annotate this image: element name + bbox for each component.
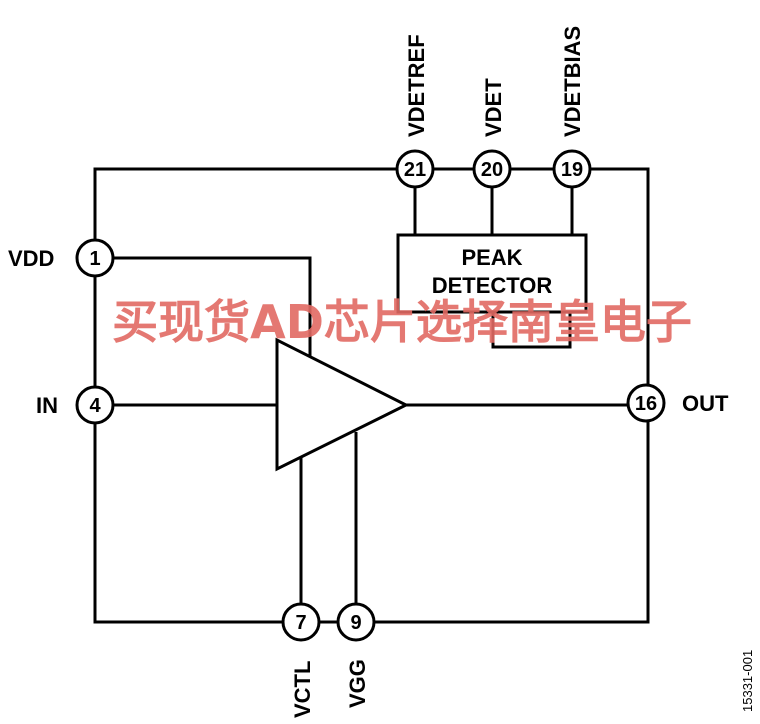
pin-vdet-label: VDET xyxy=(481,78,506,137)
pin-in-label: IN xyxy=(36,393,58,418)
pin-vdetref-label: VDETREF xyxy=(404,34,429,137)
pin-vdet-number: 20 xyxy=(481,159,503,181)
pin-vgg-label: VGG xyxy=(345,659,370,708)
pin-vctl-label: VCTL xyxy=(290,661,315,718)
pin-vdd-label: VDD xyxy=(8,246,54,271)
watermark-text: 买现货AD芯片选择南皇电子 xyxy=(112,295,692,349)
pin-vdetref-number: 21 xyxy=(404,159,426,181)
pin-vdetbias-label: VDETBIAS xyxy=(560,26,585,137)
pin-out-number: 16 xyxy=(635,393,657,415)
pin-vdd-number: 1 xyxy=(89,248,100,270)
peak-detector-label-line2: DETECTOR xyxy=(432,273,553,298)
pin-vctl: 7 xyxy=(281,602,321,642)
pin-vgg-number: 9 xyxy=(350,612,361,634)
pin-out-label: OUT xyxy=(682,391,729,416)
amplifier-triangle xyxy=(275,337,410,472)
pin-out: 16 xyxy=(626,383,666,423)
pin-in-number: 4 xyxy=(89,395,101,417)
pin-vdetbias: 19 xyxy=(552,149,592,189)
pin-vdetref: 21 xyxy=(395,149,435,189)
pin-vgg: 9 xyxy=(336,602,376,642)
figure-id: 15331-001 xyxy=(740,650,755,712)
pin-vdet: 20 xyxy=(472,149,512,189)
peak-detector-label-line1: PEAK xyxy=(461,245,522,270)
pin-vctl-number: 7 xyxy=(295,612,306,634)
pin-vdetbias-number: 19 xyxy=(561,159,583,181)
pin-vdd: 1 xyxy=(75,238,115,278)
wires xyxy=(113,188,628,603)
pin-in: 4 xyxy=(75,385,115,425)
